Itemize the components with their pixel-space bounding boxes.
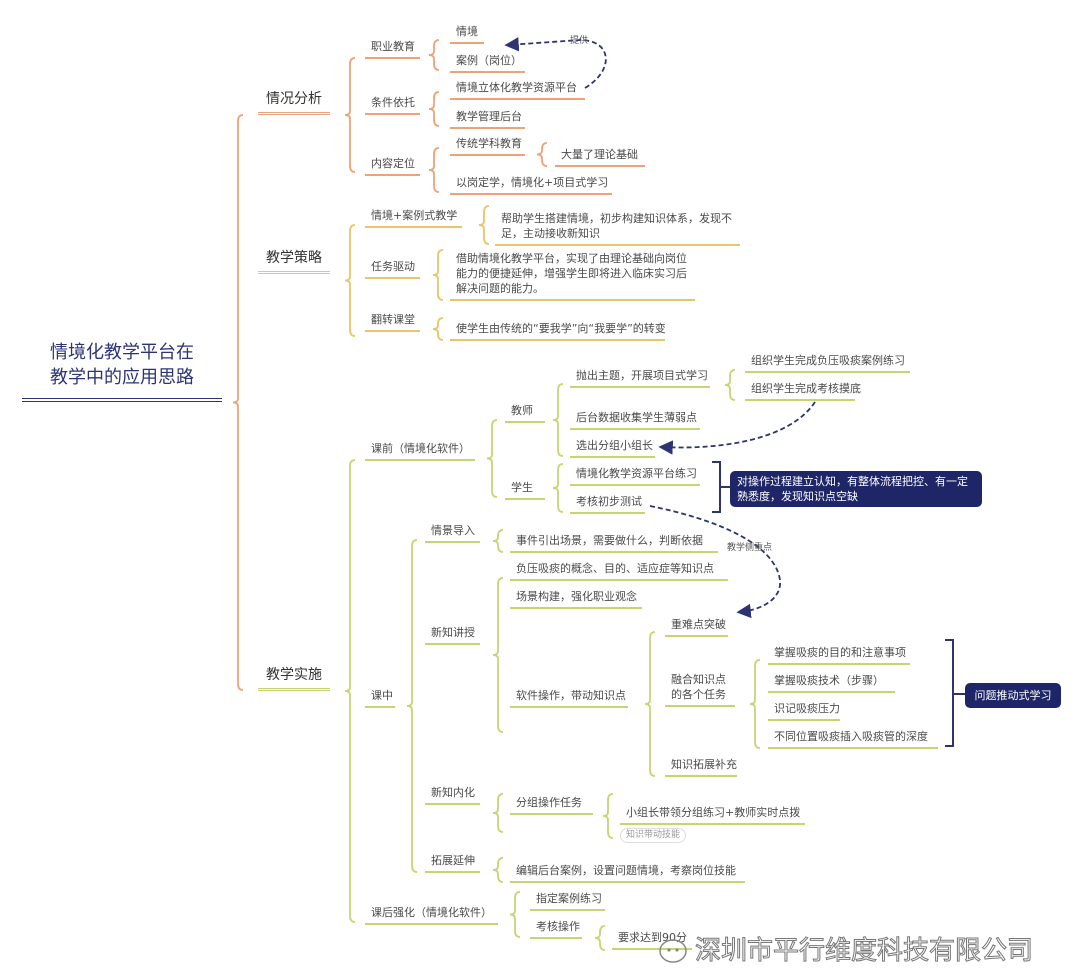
node-platform-practice[interactable]: 情境化教学资源平台练习 [570,467,700,486]
brace-connector [536,142,548,167]
summary-bracket [712,461,730,513]
node-post-class[interactable]: 课后强化（情境化软件） [365,906,498,925]
watermark: 深圳市平行维度科技有限公司 [694,936,1034,967]
node-flipped[interactable]: 翻转课堂 [365,313,420,332]
topic-analysis[interactable]: 情况分析 [258,90,330,115]
tasks-bracket [945,639,965,747]
node-task-driven[interactable]: 任务驱动 [365,260,420,279]
skill-tag: 知识带动技能 [620,828,687,843]
node-leader[interactable]: 选出分组小组长 [570,439,655,458]
brace-connector [552,383,564,457]
node-topic[interactable]: 抛出主题，开展项目式学习 [570,369,710,388]
wechat-icon [659,939,687,963]
node-teacher[interactable]: 教师 [505,404,545,423]
node-case-teaching-desc[interactable]: 帮助学生搭建情境，初步构建知识体系，发现不足，主动接收新知识 [495,211,740,246]
node-intro[interactable]: 情景导入 [425,524,480,543]
node-task-driven-desc[interactable]: 借助情境化教学平台，实现了由理论基础向岗位能力的便捷延伸，增强学生即将进入临床实… [450,251,695,301]
node-task-4[interactable]: 不同位置吸痰插入吸痰管的深度 [768,730,938,749]
node-traditional[interactable]: 传统学科教育 [450,137,525,156]
brace-connector [232,114,244,691]
node-collect[interactable]: 后台数据收集学生薄弱点 [570,411,700,430]
node-pre-class[interactable]: 课前（情境化软件） [365,442,475,461]
brace-connector [406,539,418,873]
brace-connector [602,793,614,839]
brace-connector [428,147,440,193]
root-line-1: 情境化教学平台在 [50,342,194,363]
node-expand-item[interactable]: 编辑后台案例，设置问题情境，考察岗位技能 [510,864,745,883]
node-theory[interactable]: 大量了理论基础 [555,148,645,167]
node-backend[interactable]: 教学管理后台 [450,110,525,129]
node-situation[interactable]: 情境 [450,25,484,44]
focus-arrow [649,505,781,619]
pre-class-summary[interactable]: 对操作过程建立认知，有整体流程把控、有一定熟悉度，发现知识点空缺 [730,471,982,507]
brace-connector [428,91,440,127]
node-post-learning[interactable]: 以岗定学，情境化+项目式学习 [450,176,612,195]
node-student[interactable]: 学生 [505,481,545,500]
brace-connector [492,529,504,553]
brace-connector [492,857,504,883]
node-tasks[interactable]: 融合知识点的各个任务 [665,672,735,707]
brace-connector [509,891,521,938]
brace-connector [486,419,498,498]
node-group-detail[interactable]: 小组长带领分组练习+教师实时点拨 [620,806,805,825]
brace-connector [432,317,444,341]
brace-connector [344,57,356,173]
node-baseline[interactable]: 组织学生完成考核摸底 [745,382,861,401]
leader-arrow [658,401,816,455]
node-vocational[interactable]: 职业教育 [365,40,420,59]
node-task-2[interactable]: 掌握吸痰技术（步骤） [768,674,895,693]
root-line-2: 教学中的应用思路 [50,367,194,388]
brace-connector [432,249,444,301]
brace-connector [724,369,736,401]
node-key[interactable]: 重难点突破 [665,618,728,637]
brace-connector [644,631,656,777]
node-task-3[interactable]: 识记吸痰压力 [768,702,840,721]
node-assigned-practice[interactable]: 指定案例练习 [530,892,605,911]
node-case[interactable]: 案例（岗位） [450,54,525,73]
provide-label: 提供 [570,36,589,46]
focus-label: 教学侧重点 [727,543,773,553]
brace-connector [344,459,356,923]
brace-connector [428,39,440,71]
node-flipped-desc[interactable]: 使学生由传统的“要我学”向“我要学”的转变 [450,322,666,341]
node-content[interactable]: 内容定位 [365,157,420,176]
node-group-task[interactable]: 分组操作任务 [510,796,593,815]
node-concept[interactable]: 负压吸痰的概念、目的、适应症等知识点 [510,562,728,581]
topic-implementation[interactable]: 教学实施 [258,666,330,691]
brace-connector [492,793,504,833]
node-initial-test[interactable]: 考核初步测试 [570,495,645,514]
brace-connector [478,205,490,245]
tasks-summary[interactable]: 问题推动式学习 [965,683,1061,708]
node-expand[interactable]: 拓展延伸 [425,854,480,873]
brace-connector [594,925,606,951]
node-internalize[interactable]: 新知内化 [425,786,480,805]
root-topic[interactable]: 情境化教学平台在教学中的应用思路 [22,340,222,402]
node-in-class[interactable]: 课中 [365,689,395,708]
node-platform[interactable]: 情境立体化教学资源平台 [450,81,585,100]
node-task-1[interactable]: 掌握吸痰的目的和注意事项 [768,646,910,665]
node-case-teaching[interactable]: 情境+案例式教学 [365,209,462,228]
node-conditions[interactable]: 条件依托 [365,96,420,115]
node-extend[interactable]: 知识拓展补充 [665,758,737,777]
node-teach[interactable]: 新知讲授 [425,626,480,645]
brace-connector [344,224,356,337]
brace-connector [749,659,761,749]
node-scene[interactable]: 场景构建，强化职业观念 [510,590,642,609]
brace-connector [492,577,504,733]
provide-arrow [504,37,607,89]
node-case-practice[interactable]: 组织学生完成负压吸痰案例练习 [745,354,910,373]
node-assessment[interactable]: 考核操作 [530,920,582,939]
brace-connector [552,463,564,513]
node-intro-item[interactable]: 事件引出场景，需要做什么，判断依据 [510,534,718,553]
node-software[interactable]: 软件操作，带动知识点 [510,689,628,708]
topic-strategy[interactable]: 教学策略 [258,249,330,274]
